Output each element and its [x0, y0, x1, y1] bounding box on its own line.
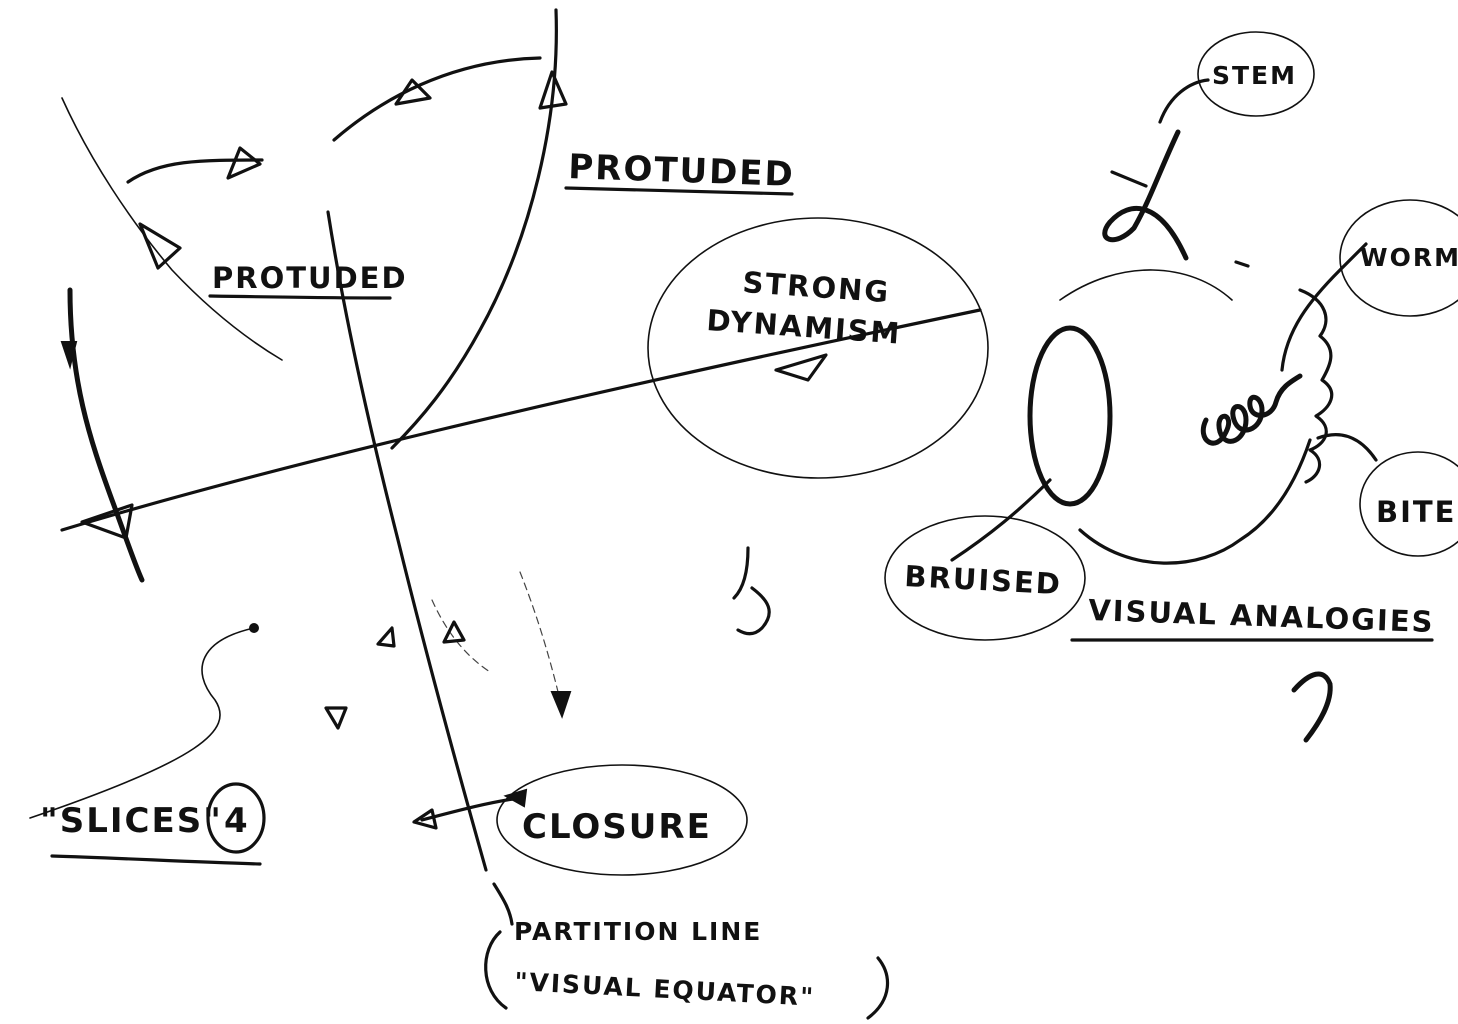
label-slices-number: 4 — [224, 801, 250, 841]
slices-number-circle — [206, 782, 266, 854]
label-worm: WORM — [1360, 243, 1458, 272]
label-slices: "SLICES" — [40, 801, 223, 841]
protruded-left-underline — [208, 294, 392, 300]
arrowhead-top-left — [226, 146, 262, 180]
arrowhead-faint-lower-right — [550, 691, 572, 719]
section-mark-1 — [1291, 671, 1333, 743]
apple-analogy-diagram — [884, 31, 1458, 743]
bite-zigzag — [1298, 288, 1334, 484]
right-contour-curve — [390, 8, 558, 450]
stem-tick — [1110, 170, 1148, 188]
label-partition-line1: PARTITION LINE — [514, 917, 762, 946]
arrowhead-top — [394, 78, 432, 106]
sliced-sphere-diagram — [29, 8, 989, 1020]
curved-arrow-top-left — [126, 158, 264, 184]
protruded-top-underline — [564, 186, 794, 196]
stem-oval — [1197, 31, 1315, 117]
arrowhead-axis-left — [80, 503, 134, 540]
stem-leader — [1158, 78, 1210, 124]
label-protruded-left: PROTUDED — [212, 261, 408, 295]
section-mark-d — [732, 546, 771, 636]
arrowhead-closure-left — [412, 808, 438, 830]
arrowhead-left-curve — [138, 222, 182, 270]
label-bruised: BRUISED — [904, 559, 1063, 601]
strong-dynamism-oval — [647, 217, 989, 479]
label-closure: CLOSURE — [522, 807, 712, 847]
bruised-leader — [950, 478, 1052, 562]
slices-underline — [50, 854, 262, 866]
slices-leader-curve — [29, 627, 255, 819]
bite-oval — [1359, 451, 1458, 557]
partition-paren-left — [484, 930, 508, 1010]
curved-arrow-top — [332, 56, 542, 142]
bruise-oval — [1027, 325, 1113, 507]
worm-coil — [1200, 373, 1303, 446]
label-protruded-top: PROTUDED — [568, 147, 796, 195]
label-visual-analogies: VISUAL ANALOGIES — [1088, 593, 1435, 639]
lower-left-curve — [67, 287, 145, 583]
apple-lower-curve — [1078, 438, 1312, 565]
bite-leader — [1316, 433, 1378, 462]
apple-body — [1059, 269, 1233, 301]
worm-oval — [1339, 199, 1458, 317]
triangle-marker-1 — [376, 626, 396, 648]
arrowhead-right-top — [538, 70, 568, 110]
partition-line — [326, 210, 488, 872]
faint-arrow-lower-right — [519, 571, 561, 701]
label-bite: BITE — [1376, 495, 1457, 529]
label-stem: STEM — [1212, 61, 1297, 90]
partition-bracket — [492, 882, 514, 926]
arrowhead-closure-right — [503, 788, 528, 808]
label-partition-line2: "VISUAL EQUATOR" — [514, 967, 816, 1012]
bruised-oval — [884, 515, 1086, 641]
triangle-marker-2 — [442, 620, 466, 644]
triangle-marker-3 — [324, 706, 348, 730]
arrowhead-lower-left — [60, 341, 78, 370]
worm-leader — [1280, 242, 1368, 372]
stem-shape — [1102, 129, 1189, 261]
partition-paren-right — [866, 956, 890, 1020]
arrowhead-axis-right — [774, 353, 828, 382]
left-contour-curve — [61, 97, 283, 361]
closure-oval — [496, 764, 748, 876]
label-strong-line1: STRONG — [742, 265, 892, 309]
label-strong-line2: DYNAMISM — [706, 303, 903, 351]
faint-arrow-center — [431, 599, 491, 673]
horizontal-axis-line — [60, 308, 982, 532]
stem-dash — [1234, 260, 1250, 268]
